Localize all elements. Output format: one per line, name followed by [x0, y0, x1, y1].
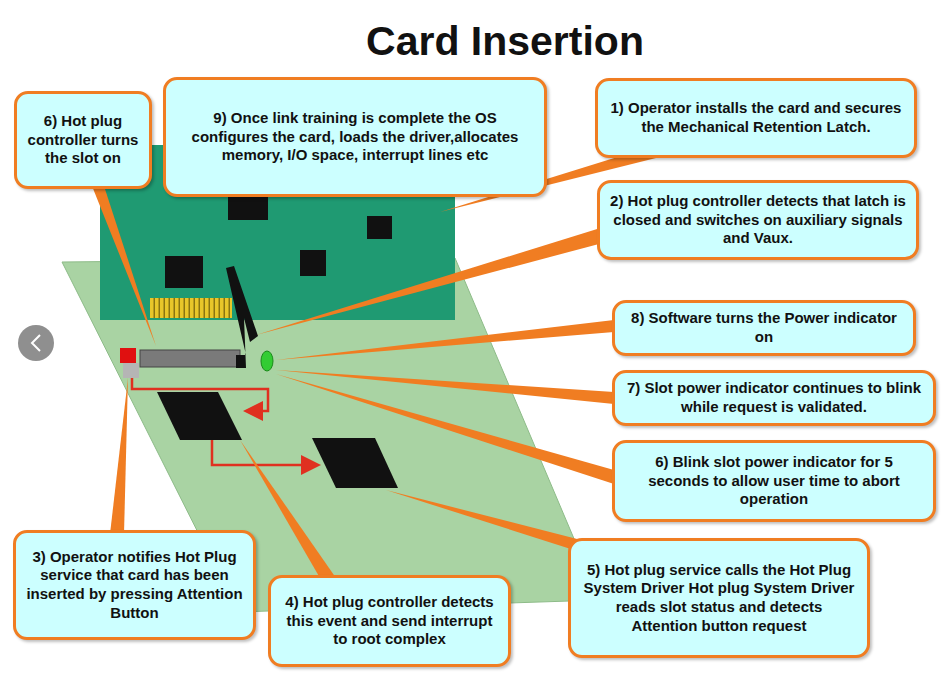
card-chip	[300, 250, 326, 276]
callout-box: 2) Hot plug controller detects that latc…	[597, 180, 919, 260]
leader-line	[110, 378, 128, 534]
signal-wire	[132, 378, 268, 411]
callout-box: 8) Software turns the Power indicator on	[612, 300, 916, 356]
callout-text: 9) Once link training is complete the OS…	[176, 109, 534, 165]
callout-box: 1) Operator installs the card and secure…	[595, 78, 917, 158]
nav-chevron	[32, 335, 40, 351]
callout-box: 5) Hot plug service calls the Hot Plug S…	[568, 538, 870, 658]
card-chip	[367, 216, 392, 239]
callout-box: 6) Blink slot power indicator for 5 seco…	[612, 440, 936, 522]
diagram-title: Card Insertion	[0, 18, 949, 65]
leader-lines	[92, 150, 664, 578]
callout-box: 3) Operator notifies Hot Plug service th…	[13, 530, 256, 640]
leader-line	[256, 225, 614, 335]
callout-text: 5) Hot plug service calls the Hot Plug S…	[581, 561, 857, 636]
retention-latch	[226, 266, 258, 368]
callout-box: 4) Hot plug controller detects this even…	[268, 575, 511, 667]
callout-text: 1) Operator installs the card and secure…	[608, 99, 904, 137]
edge-contacts	[150, 298, 232, 318]
callout-text: 4) Hot plug controller detects this even…	[281, 593, 498, 649]
root-complex	[312, 438, 398, 488]
slot-connector	[140, 350, 240, 367]
callout-text: 6) Hot plug controller turns the slot on	[27, 112, 139, 168]
interrupt-wire	[212, 440, 316, 465]
nav-button	[18, 325, 54, 361]
hot-plug-controller	[157, 392, 242, 440]
power-indicator	[261, 351, 273, 371]
callout-text: 7) Slot power indicator continues to bli…	[625, 379, 923, 417]
button-base	[123, 363, 139, 378]
callout-text: 6) Blink slot power indicator for 5 seco…	[625, 453, 923, 509]
callout-text: 3) Operator notifies Hot Plug service th…	[26, 548, 243, 623]
callout-text: 2) Hot plug controller detects that latc…	[610, 192, 906, 248]
callout-box: 9) Once link training is complete the OS…	[163, 77, 547, 197]
callout-text: 8) Software turns the Power indicator on	[625, 309, 903, 347]
leader-line	[92, 186, 156, 346]
card-chip	[165, 256, 203, 288]
attention-button	[120, 348, 136, 363]
callout-box: 7) Slot power indicator continues to bli…	[612, 370, 936, 426]
leader-line	[276, 320, 614, 360]
callout-box: 6) Hot plug controller turns the slot on	[14, 91, 152, 189]
leader-line	[276, 374, 614, 484]
leader-line	[276, 370, 614, 404]
